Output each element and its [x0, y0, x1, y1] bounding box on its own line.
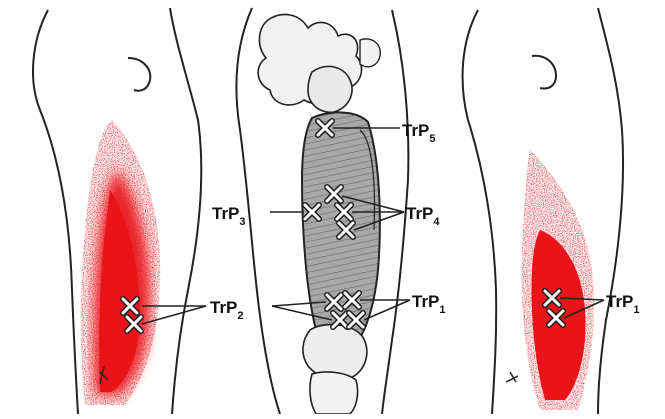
label-trp1-right: TrP1	[606, 292, 640, 316]
label-trp3: TrP3	[212, 204, 246, 228]
right-leg-back-outline	[463, 10, 497, 414]
center-muscle-figure	[142, 8, 410, 414]
tibia-top	[310, 372, 358, 414]
left-hip-crease	[128, 58, 150, 91]
right-hip-crease	[532, 56, 556, 89]
right-knee-mark	[506, 372, 518, 382]
hip-fragment	[360, 39, 380, 67]
left-referred-pain-area	[81, 120, 160, 405]
left-leg-front-outline	[170, 8, 201, 414]
right-leg-figure	[463, 8, 623, 414]
label-trp4: TrP4	[406, 204, 440, 228]
left-leg-back-outline	[33, 10, 78, 414]
label-trp1-center: TrP1	[412, 292, 446, 316]
label-trp2: TrP2	[210, 298, 244, 322]
femur-head	[308, 66, 352, 112]
left-leg-figure	[33, 8, 201, 414]
label-trp5: TrP5	[402, 121, 436, 145]
right-referred-pain-area	[522, 150, 595, 410]
right-leg-front-outline	[598, 8, 623, 414]
